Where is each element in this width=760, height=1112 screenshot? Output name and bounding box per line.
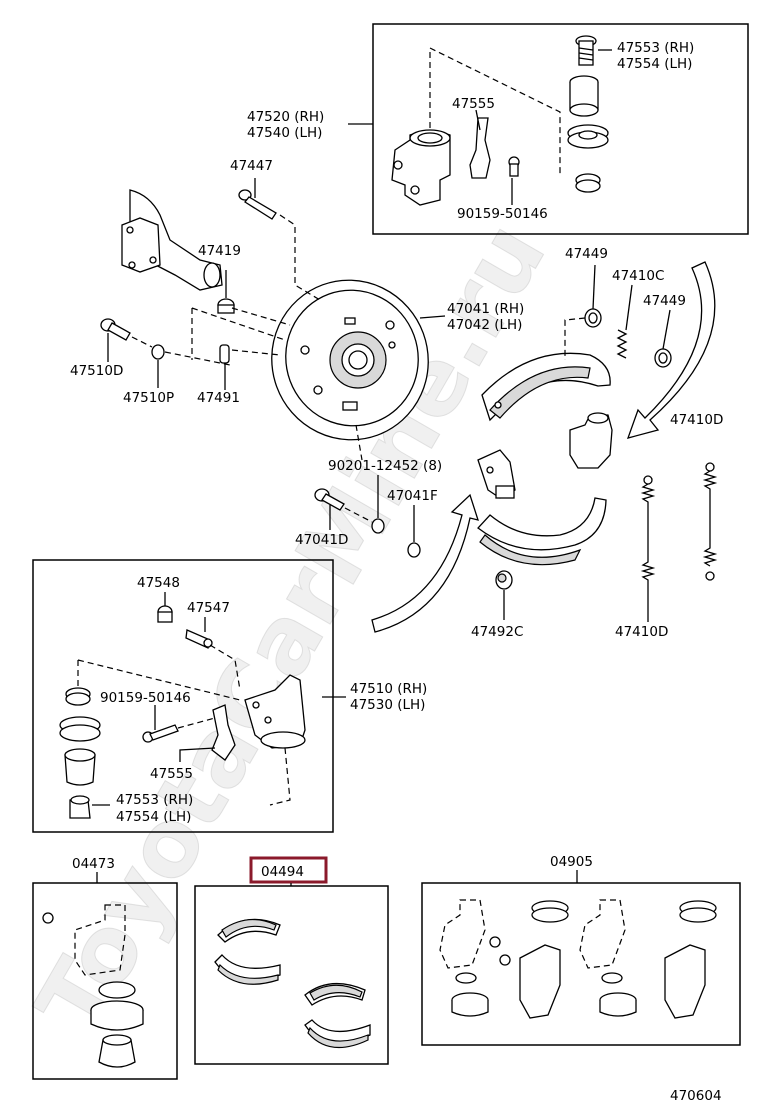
label-90159-top: 90159-50146 [457, 206, 548, 222]
washer-90201[interactable] [371, 518, 385, 534]
bleeder-cap-47548[interactable] [157, 605, 173, 623]
label-47419: 47419 [198, 243, 241, 259]
bleeder-plug-47547[interactable] [185, 629, 213, 649]
label-47449-top: 47449 [565, 246, 608, 262]
cup-left[interactable] [65, 687, 91, 706]
nut-47041f[interactable] [407, 542, 421, 558]
kit-04905-parts[interactable] [439, 899, 717, 1019]
spring-47410d-left[interactable] [640, 475, 656, 610]
label-47410d-top: 47410D [670, 412, 723, 428]
boot-top[interactable] [567, 124, 609, 149]
plate-47555-top[interactable] [469, 117, 491, 179]
label-47547: 47547 [187, 600, 230, 616]
label-47410d-bottom: 47410D [615, 624, 668, 640]
clip-47491[interactable] [219, 344, 230, 364]
label-47553-rh-left: 47553 (RH) [116, 792, 193, 808]
cup-top[interactable] [575, 173, 601, 193]
adjuster-assembly[interactable] [477, 449, 516, 499]
backing-plate[interactable] [249, 258, 450, 462]
kit-04473-parts[interactable] [42, 904, 144, 1068]
bleeder-screw-left[interactable] [69, 795, 91, 819]
label-47041f: 47041F [387, 488, 438, 504]
label-47510p: 47510P [123, 390, 174, 406]
label-47540-lh: 47540 (LH) [247, 125, 322, 141]
piston-top[interactable] [569, 75, 599, 117]
label-04905: 04905 [550, 854, 593, 870]
spring-47410d-right[interactable] [702, 462, 718, 581]
label-47548: 47548 [137, 575, 180, 591]
label-47491: 47491 [197, 390, 240, 406]
curved-arrow-right [626, 261, 716, 439]
kit-04494-box [194, 885, 389, 1065]
axle-housing [121, 189, 223, 291]
cup-47492c[interactable] [495, 570, 513, 590]
label-90201: 90201-12452 (8) [328, 458, 442, 474]
bolt-90159-top[interactable] [508, 156, 520, 177]
label-47510-rh: 47510 (RH) [350, 681, 427, 697]
brake-shoe-upper[interactable] [481, 352, 611, 422]
spring-seat-47449a[interactable] [584, 308, 602, 328]
bolt-47447[interactable] [238, 189, 277, 220]
label-47449-right: 47449 [643, 293, 686, 309]
label-47510d: 47510D [70, 363, 123, 379]
spring-seat-47449b[interactable] [654, 348, 672, 368]
kit-04473-box [32, 882, 178, 1080]
bolt-47510d[interactable] [100, 318, 131, 341]
label-04494[interactable]: 04494 [261, 864, 304, 880]
label-47555-top: 47555 [452, 96, 495, 112]
kit-04494-shoes[interactable] [214, 918, 371, 1049]
label-47520-rh: 47520 (RH) [247, 109, 324, 125]
kit-04494-highlight [249, 856, 328, 884]
label-90159-left: 90159-50146 [100, 690, 191, 706]
label-47530-lh: 47530 (LH) [350, 697, 425, 713]
nut-47419[interactable] [217, 298, 235, 314]
wheel-cylinder-inset-top [372, 23, 749, 235]
label-47410c: 47410C [612, 268, 664, 284]
wheel-cylinder-inset-left [32, 559, 334, 833]
label-47553-rh-top: 47553 (RH) [617, 40, 694, 56]
label-47041-rh: 47041 (RH) [447, 301, 524, 317]
washer-47510p[interactable] [151, 344, 165, 360]
wheel-cylinder-main[interactable] [569, 412, 613, 469]
label-47554-lh-left: 47554 (LH) [116, 809, 191, 825]
brake-shoe-lower[interactable] [477, 497, 607, 566]
bleeder-screw-top[interactable] [575, 35, 597, 66]
plate-47555-left[interactable] [211, 704, 236, 761]
label-47554-lh-top: 47554 (LH) [617, 56, 692, 72]
bolt-47041d[interactable] [314, 488, 345, 511]
label-47492c: 47492C [471, 624, 523, 640]
label-47555-left: 47555 [150, 766, 193, 782]
diagram-number: 470604 [670, 1088, 722, 1104]
wheel-cylinder-part-left[interactable] [244, 674, 306, 749]
spring-47410c[interactable] [616, 329, 628, 359]
curved-arrow-left [371, 493, 479, 633]
kit-04905-box [421, 882, 741, 1046]
bolt-90159-left[interactable] [142, 724, 179, 743]
wheel-cylinder-part-top[interactable] [391, 129, 451, 206]
label-47042-lh: 47042 (LH) [447, 317, 522, 333]
label-04473: 04473 [72, 856, 115, 872]
label-47447: 47447 [230, 158, 273, 174]
label-47041d: 47041D [295, 532, 348, 548]
boot-left[interactable] [59, 716, 101, 742]
piston-left[interactable] [64, 748, 96, 786]
